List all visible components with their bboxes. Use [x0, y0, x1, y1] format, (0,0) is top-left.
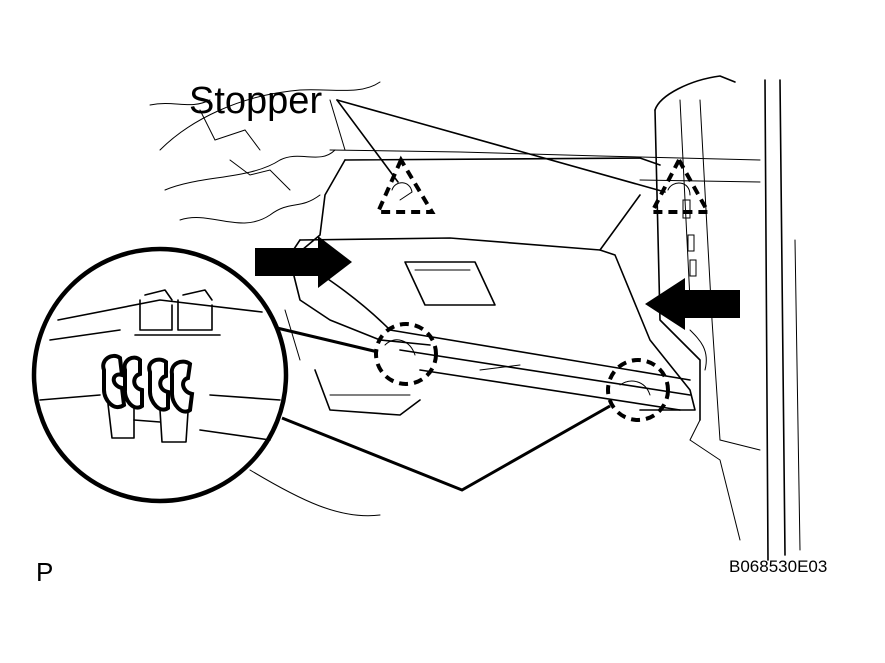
- push-arrows: [255, 236, 740, 330]
- leader-line-right: [336, 99, 666, 193]
- stopper-markers: [374, 155, 712, 214]
- clip-detail: [101, 353, 195, 443]
- clip-circle-right: [606, 358, 670, 422]
- magnifier-wedge-lower: [281, 404, 611, 492]
- figure-id-label: B068530E03: [729, 557, 828, 576]
- glove-box: [249, 157, 696, 517]
- clip-markers: [374, 322, 670, 422]
- view-code-label: P: [36, 557, 54, 587]
- stopper-triangle-right: [648, 155, 712, 214]
- detail-magnifier: [31, 246, 611, 504]
- push-arrow-left: [255, 236, 352, 288]
- stopper-triangle-left: [374, 155, 436, 214]
- push-arrow-right: [645, 278, 740, 330]
- dashboard-background: [149, 75, 801, 561]
- clip-circle-left: [374, 322, 438, 386]
- magnifier-wedge-upper: [276, 326, 379, 354]
- callout-leaders: [336, 99, 666, 193]
- leader-line-left: [336, 99, 399, 183]
- stopper-label: Stopper: [189, 80, 323, 122]
